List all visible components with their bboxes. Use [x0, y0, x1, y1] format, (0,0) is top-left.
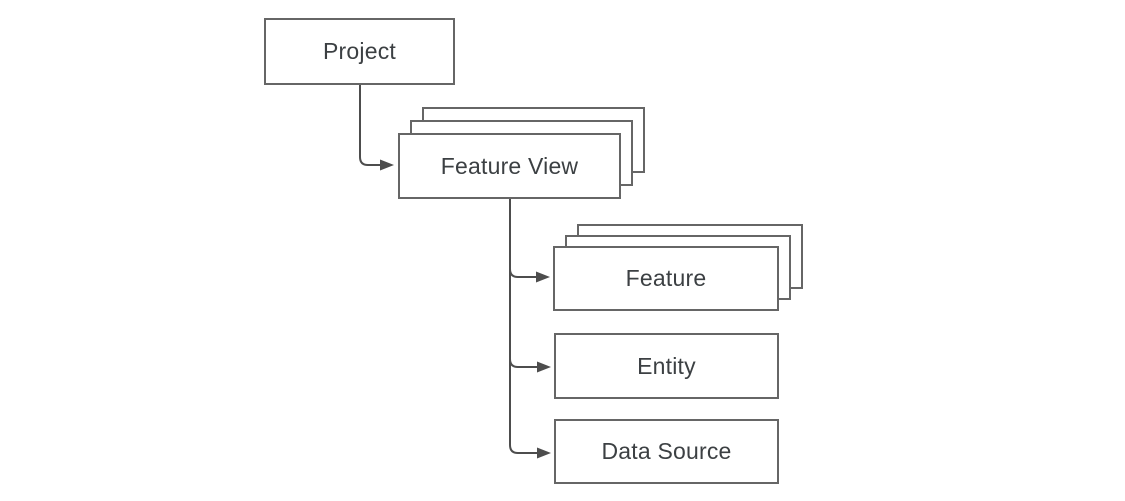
node-data-source-label: Data Source	[601, 438, 732, 464]
node-feature-label: Feature	[625, 265, 707, 291]
node-feature-view: Feature View	[398, 133, 621, 199]
node-project-label: Project	[323, 38, 396, 64]
node-entity: Entity	[554, 333, 779, 399]
node-entity-label: Entity	[637, 352, 696, 379]
edge-feature-view-to-feature	[509, 199, 550, 283]
edge-project-to-feature-view	[359, 85, 394, 171]
edge-feature-view-to-data-source	[509, 199, 551, 459]
node-project: Project	[264, 18, 455, 85]
edge-feature-view-to-entity	[509, 199, 551, 373]
node-data-source: Data Source	[554, 419, 779, 484]
node-feature: Feature	[553, 246, 779, 311]
node-feature-view-label: Feature View	[440, 152, 579, 179]
